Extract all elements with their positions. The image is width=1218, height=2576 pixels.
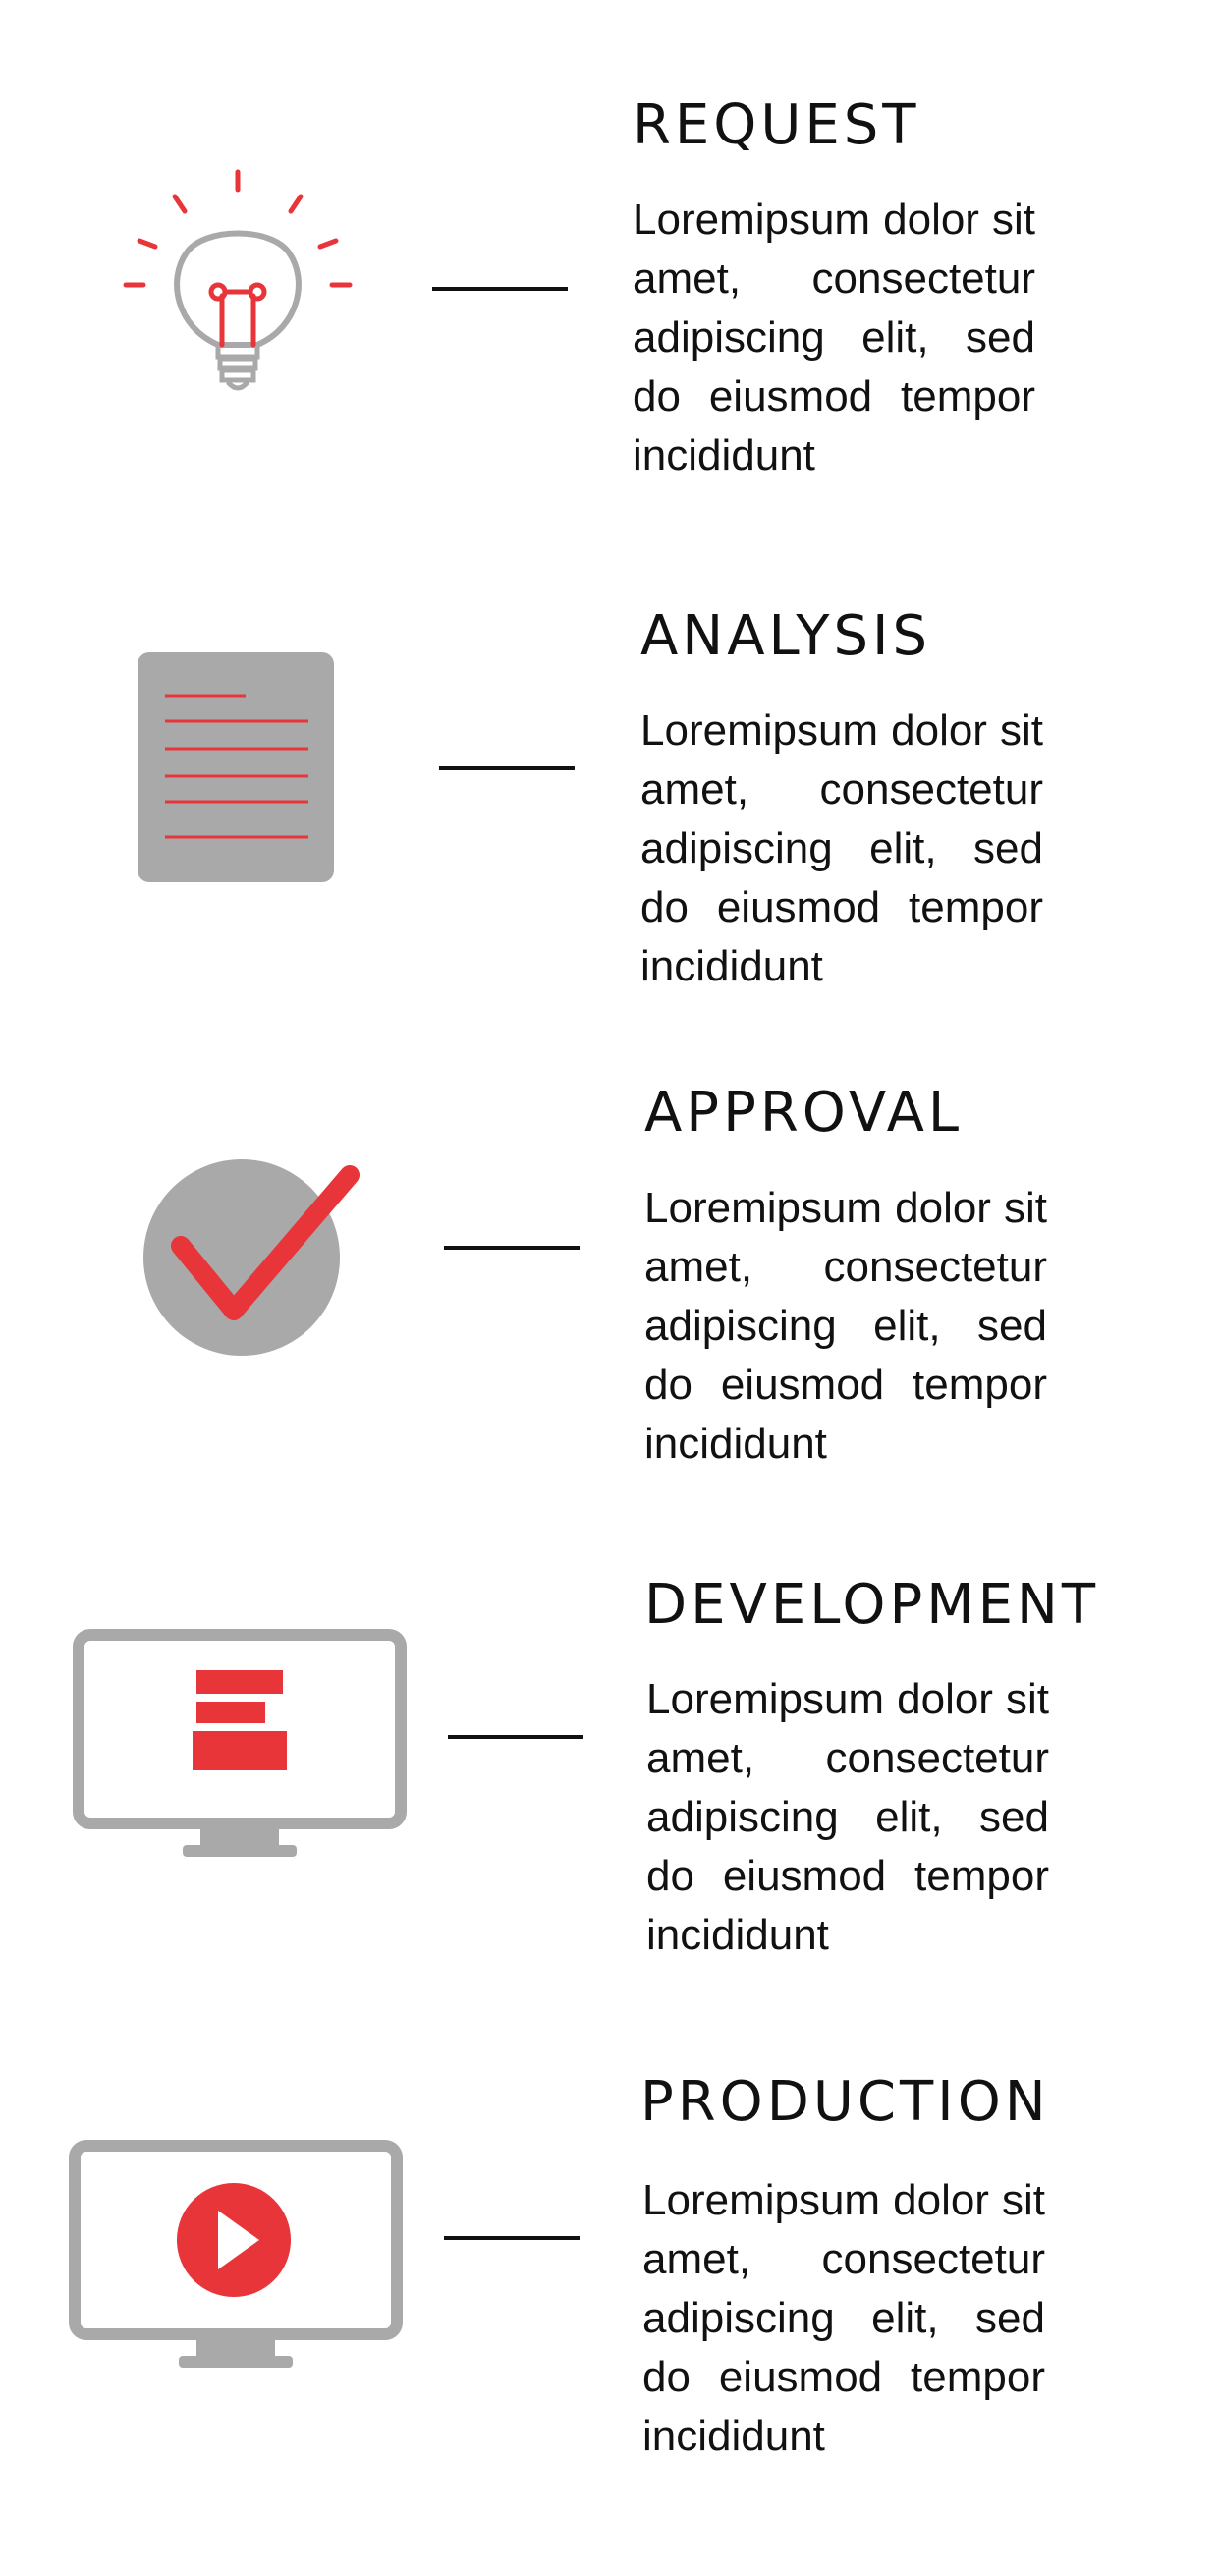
step-title: REQUEST xyxy=(633,93,920,157)
step-development: DEVELOPMENT Loremipsum dolor sit amet, c… xyxy=(0,0,1218,1959)
step-title: DEVELOPMENT xyxy=(644,1573,1100,1637)
step-description: Loremipsum dolor sit amet, consectetur a… xyxy=(640,706,1043,990)
lightbulb-icon xyxy=(118,162,354,418)
step-production: PRODUCTION Loremipsum dolor sit amet, co… xyxy=(0,0,1218,2460)
document-icon xyxy=(136,650,336,884)
checkmark-icon xyxy=(143,1159,360,1356)
step-title: PRODUCTION xyxy=(640,2070,1050,2134)
step-request: REQUEST Loremipsum dolor sit amet, conse… xyxy=(0,0,1218,491)
connector-line xyxy=(439,766,575,770)
connector-line xyxy=(444,2236,580,2240)
step-analysis: ANALYSIS Loremipsum dolor sit amet, cons… xyxy=(0,0,1218,990)
connector-line xyxy=(444,1246,580,1250)
step-approval: APPROVAL Loremipsum dolor sit amet, cons… xyxy=(0,0,1218,1468)
step-description: Loremipsum dolor sit amet, consectetur a… xyxy=(633,196,1035,479)
step-description: Loremipsum dolor sit amet, consectetur a… xyxy=(642,2176,1045,2460)
monitor-play-icon xyxy=(69,2140,403,2376)
step-description: Loremipsum dolor sit amet, consectetur a… xyxy=(644,1184,1047,1468)
connector-line xyxy=(432,287,568,291)
connector-line xyxy=(448,1735,583,1739)
step-title: ANALYSIS xyxy=(640,604,932,668)
monitor-blocks-icon xyxy=(73,1629,407,1865)
step-title: APPROVAL xyxy=(644,1081,964,1145)
step-description: Loremipsum dolor sit amet, consectetur a… xyxy=(646,1675,1049,1959)
